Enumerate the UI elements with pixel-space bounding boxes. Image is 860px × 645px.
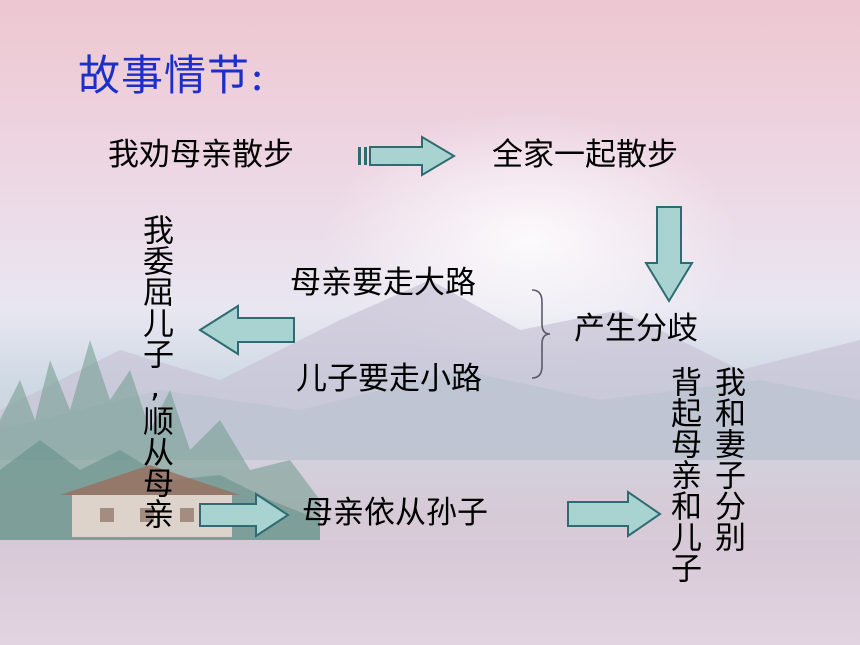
node-mother-big-road: 母亲要走大路 — [290, 265, 476, 301]
node-persuade-mother: 我劝母亲散步 — [108, 137, 294, 173]
node-family-walk: 全家一起散步 — [492, 137, 678, 173]
arrow-down — [644, 206, 694, 303]
arrow-left — [198, 304, 295, 356]
node-carry-mother-son: 背起母亲和儿子 — [665, 366, 701, 583]
slide-title: 故事情节: — [78, 51, 266, 100]
node-husband-wife-split: 我和妻子分别 — [709, 366, 745, 552]
brace-icon — [531, 289, 551, 379]
arrow-right-1 — [358, 135, 456, 177]
ground-background — [0, 540, 860, 645]
node-divergence: 产生分歧 — [574, 311, 698, 347]
node-wrong-son-obey-mother: 我委屈儿子,顺从母亲 — [137, 214, 173, 529]
arrow-right-2 — [199, 492, 290, 538]
node-mother-follows-grandson: 母亲依从孙子 — [302, 495, 488, 531]
arrow-right-3 — [567, 490, 662, 538]
node-son-small-road: 儿子要走小路 — [296, 361, 482, 397]
